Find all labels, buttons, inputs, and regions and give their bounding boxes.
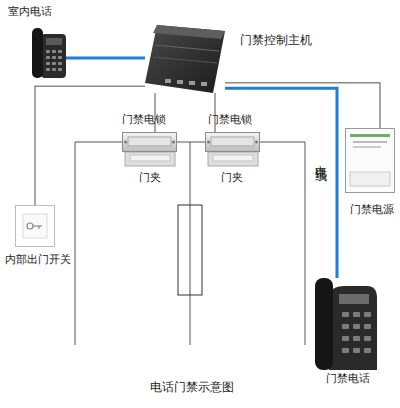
electric-lock-symbol (122, 132, 177, 152)
device-label: 门禁控制主机 (240, 33, 312, 47)
electric-lock: 门禁电锁 (122, 132, 177, 152)
door-phone: 门禁电话 (315, 278, 377, 370)
exit-switch: 内部出门开关 (15, 205, 55, 247)
wire-label: 电话线 (314, 156, 328, 162)
control-wire (154, 93, 156, 132)
door-clamp (125, 152, 175, 166)
control-wire (35, 86, 145, 205)
device-label: 室内电话 (8, 5, 52, 19)
power-supply-symbol (345, 128, 395, 193)
clamp-label: 门夹 (221, 171, 243, 185)
control-wire (214, 93, 216, 132)
diagram-caption: 电话门禁示意图 (150, 380, 234, 394)
door-clamp (208, 152, 258, 166)
device-label: 内部出门开关 (5, 253, 71, 267)
controller-symbol (145, 25, 225, 93)
door-phone-symbol (315, 278, 377, 370)
device-label: 门禁电锁 (208, 113, 252, 127)
electric-lock: 门禁电锁 (205, 132, 260, 152)
device-label: 门禁电锁 (122, 113, 166, 127)
power-supply: 门禁电源 (345, 128, 395, 193)
exit-switch-symbol (15, 205, 55, 247)
phone-symbol (32, 28, 66, 78)
phone-line (225, 88, 337, 278)
phone-line (66, 57, 145, 60)
indoor-phone: 室内电话 (32, 28, 66, 78)
control-wire (225, 83, 380, 128)
device-label: 门禁电源 (350, 203, 394, 217)
electric-lock-symbol (205, 132, 260, 152)
clamp-label: 门夹 (139, 171, 161, 185)
controller-host: 门禁控制主机 (145, 25, 225, 93)
device-label: 门禁电话 (326, 372, 370, 386)
